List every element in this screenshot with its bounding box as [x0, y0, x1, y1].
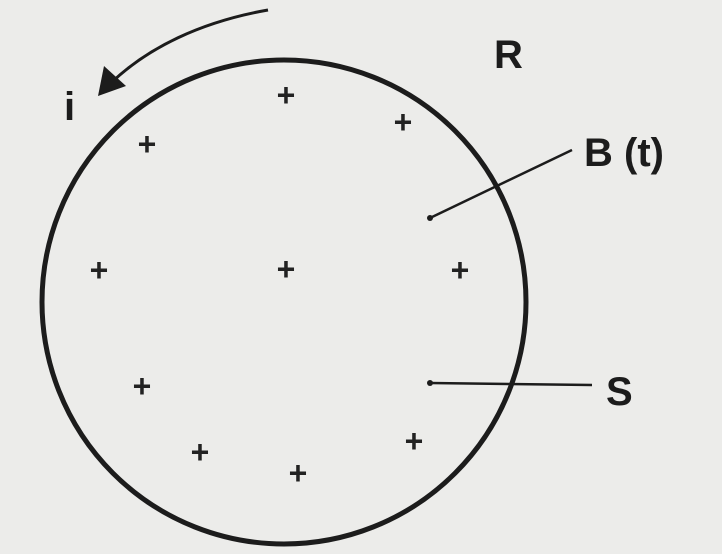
- ring-label: R: [494, 33, 523, 77]
- field-markers: + + + + + + + + + +: [90, 77, 470, 491]
- current-label: i: [64, 85, 75, 129]
- field-label: B (t): [584, 131, 664, 175]
- field-plus-marker: +: [191, 434, 210, 470]
- ring-circle: [39, 57, 529, 547]
- field-plus-marker: +: [405, 423, 424, 459]
- surface-label: S: [606, 370, 633, 414]
- field-leader-dot: [427, 215, 433, 221]
- field-plus-marker: +: [451, 252, 470, 288]
- current-arrowhead: [98, 66, 126, 96]
- field-plus-marker: +: [133, 368, 152, 404]
- surface-leader-line: [429, 381, 593, 387]
- current-direction-arrow: [110, 8, 269, 84]
- field-plus-marker: +: [277, 251, 296, 287]
- surface-leader-dot: [427, 380, 433, 386]
- field-plus-marker: +: [394, 104, 413, 140]
- field-plus-marker: +: [90, 252, 109, 288]
- field-plus-marker: +: [289, 455, 308, 491]
- field-plus-marker: +: [277, 77, 296, 113]
- field-plus-marker: +: [138, 126, 157, 162]
- field-leader-line: [429, 148, 573, 220]
